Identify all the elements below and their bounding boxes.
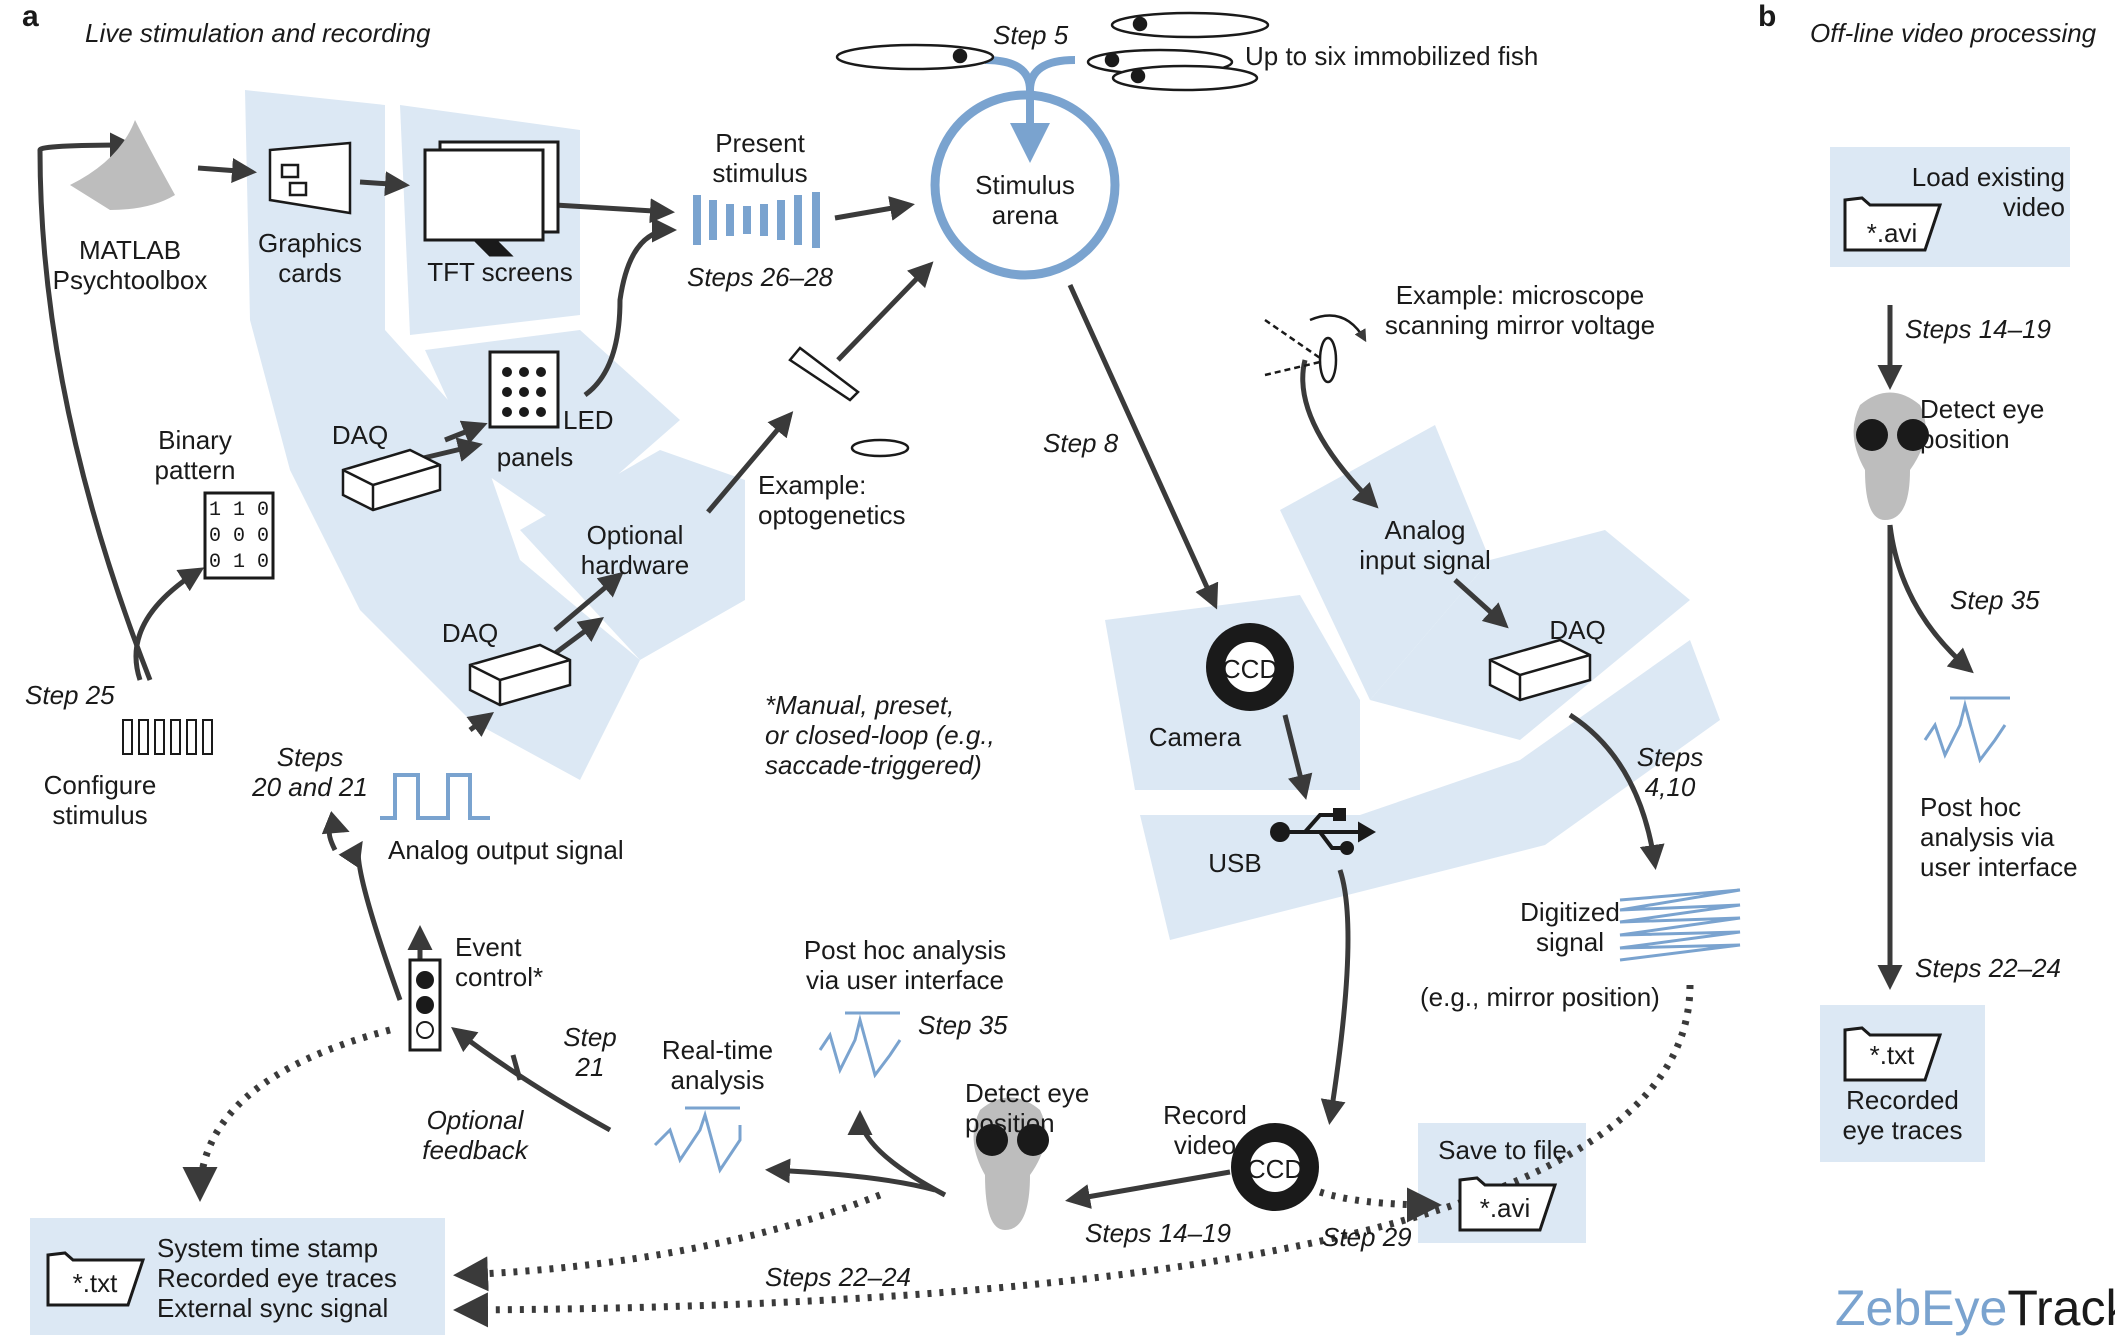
daq-right-label: DAQ bbox=[1549, 615, 1606, 645]
ccd-record-label: CCD bbox=[1246, 1154, 1304, 1184]
daq-mid-label: DAQ bbox=[441, 618, 499, 648]
panel-a-title: Live stimulation and recording bbox=[85, 18, 431, 48]
stimulus-arena-label: Stimulus arena bbox=[975, 170, 1075, 230]
matlab-label: MATLAB Psychtoolbox bbox=[52, 235, 208, 295]
optional-hardware-label: Optional hardware bbox=[580, 520, 690, 580]
steps-22-24-label: Steps 22–24 bbox=[765, 1262, 912, 1292]
save-to-file-label: Save to file bbox=[1438, 1135, 1567, 1165]
txt-file-label: *.txt bbox=[72, 1268, 118, 1298]
arrows bbox=[37, 132, 1974, 1209]
panel-b-step-35: Step 35 bbox=[1950, 585, 2040, 615]
usb-label: USB bbox=[1208, 848, 1262, 878]
zebeyetrack-logo: ZebEyeTrack bbox=[1835, 1280, 2115, 1336]
tft-screens-label: TFT screens bbox=[427, 257, 573, 287]
event-control-icon bbox=[408, 958, 442, 1052]
folder-icons bbox=[46, 196, 1943, 1307]
ccd-camera-label: CCD bbox=[1221, 654, 1279, 684]
present-stimulus-label: Present stimulus bbox=[712, 128, 808, 188]
optogenetics-icon bbox=[788, 346, 910, 458]
footnote-text: *Manual, preset, or closed-loop (e.g., s… bbox=[765, 690, 995, 780]
output-list: System time stamp Recorded eye traces Ex… bbox=[157, 1233, 397, 1323]
panel-b-steps-14-19: Steps 14–19 bbox=[1905, 314, 2052, 344]
steps-4-10-label: Steps 4,10 bbox=[1636, 742, 1704, 802]
mirror-position-label: (e.g., mirror position) bbox=[1420, 982, 1660, 1012]
configure-stimulus-label: Configure stimulus bbox=[43, 770, 157, 830]
avi-file-label: *.avi bbox=[1479, 1193, 1531, 1223]
configure-stimulus-icon bbox=[122, 719, 213, 755]
brand-part-1: ZebEye bbox=[1835, 1280, 2008, 1336]
step-5-label: Step 5 bbox=[993, 20, 1069, 50]
led-label: LED bbox=[563, 405, 614, 435]
usb-icon bbox=[1270, 808, 1376, 855]
step-35-label: Step 35 bbox=[918, 1010, 1008, 1040]
realtime-analysis-label: Real-time analysis bbox=[661, 1035, 774, 1095]
digitized-signal-label: Digitized signal bbox=[1520, 897, 1620, 957]
immobilized-fish-label: Up to six immobilized fish bbox=[1245, 41, 1539, 71]
daq-top-label: DAQ bbox=[331, 420, 389, 450]
tft-screens-icon bbox=[423, 140, 560, 257]
steps-20-21-label: Steps 20 and 21 bbox=[252, 742, 368, 802]
binary-pattern-box bbox=[203, 491, 275, 580]
feedback-tick bbox=[510, 1054, 523, 1081]
example-microscope-label: Example: microscope scanning mirror volt… bbox=[1384, 280, 1656, 340]
load-video-label: Load existing video bbox=[1911, 162, 2065, 222]
post-hoc-analysis-label: Post hoc analysis via user interface bbox=[803, 935, 1007, 995]
brand-part-2: Track bbox=[2007, 1280, 2115, 1336]
analog-output-label: Analog output signal bbox=[388, 835, 624, 865]
analog-input-label: Analog input signal bbox=[1359, 515, 1491, 575]
daq-box-icons bbox=[341, 448, 1592, 707]
step-25-label: Step 25 bbox=[25, 680, 115, 710]
panel-a-letter: a bbox=[22, 0, 39, 33]
panel-b-post-hoc: Post hoc analysis via user interface bbox=[1920, 792, 2078, 882]
dotted-arrows bbox=[182, 984, 1694, 1328]
optional-feedback-label: Optional feedback bbox=[422, 1105, 528, 1165]
panel-b-avi-label: *.avi bbox=[1866, 218, 1918, 248]
panel-b-steps-22-24: Steps 22–24 bbox=[1915, 953, 2062, 983]
panel-b-letter: b bbox=[1758, 0, 1777, 33]
example-optogenetics-label: Example: optogenetics bbox=[758, 470, 906, 530]
scanning-mirror-icon bbox=[1264, 314, 1367, 384]
stimulus-arena-ring bbox=[930, 90, 1120, 280]
matlab-logo bbox=[70, 120, 175, 210]
grating-stimulus bbox=[693, 192, 820, 248]
detect-eye-position-label: Detect eye position bbox=[965, 1078, 1090, 1138]
step-29-label: Step 29 bbox=[1322, 1222, 1412, 1252]
binary-digits: 1 1 0 0 0 0 0 1 0 bbox=[208, 499, 269, 574]
panel-b-detect-eye: Detect eye position bbox=[1920, 394, 2045, 454]
panel-b-recorded-traces: Recorded eye traces bbox=[1842, 1085, 1963, 1145]
steps-14-19-label: Steps 14–19 bbox=[1085, 1218, 1232, 1248]
graphics-cards-label: Graphics cards bbox=[257, 228, 363, 288]
fish-icons bbox=[835, 11, 1270, 92]
panel-b-txt-label: *.txt bbox=[1869, 1040, 1915, 1070]
graphics-card-icon bbox=[268, 141, 352, 215]
camera-label: Camera bbox=[1148, 722, 1242, 752]
step-8-label: Step 8 bbox=[1043, 428, 1119, 458]
binary-pattern-label: Binary pattern bbox=[154, 425, 236, 485]
record-video-label: Record video bbox=[1163, 1100, 1247, 1160]
eye-trace-icons bbox=[653, 696, 2010, 1174]
step-21-label: Step 21 bbox=[563, 1022, 617, 1082]
analog-output-wave bbox=[380, 773, 490, 820]
digitized-signal-wave bbox=[1619, 888, 1741, 962]
event-control-label: Event control* bbox=[455, 932, 544, 992]
led-panel-icon bbox=[488, 350, 560, 429]
steps-26-28-label: Steps 26–28 bbox=[686, 262, 833, 292]
aperture-icons bbox=[1206, 623, 1319, 1211]
panel-b-title: Off-line video processing bbox=[1810, 18, 2097, 48]
fish-head-icons bbox=[973, 392, 1929, 1230]
panels-label: panels bbox=[496, 442, 574, 472]
